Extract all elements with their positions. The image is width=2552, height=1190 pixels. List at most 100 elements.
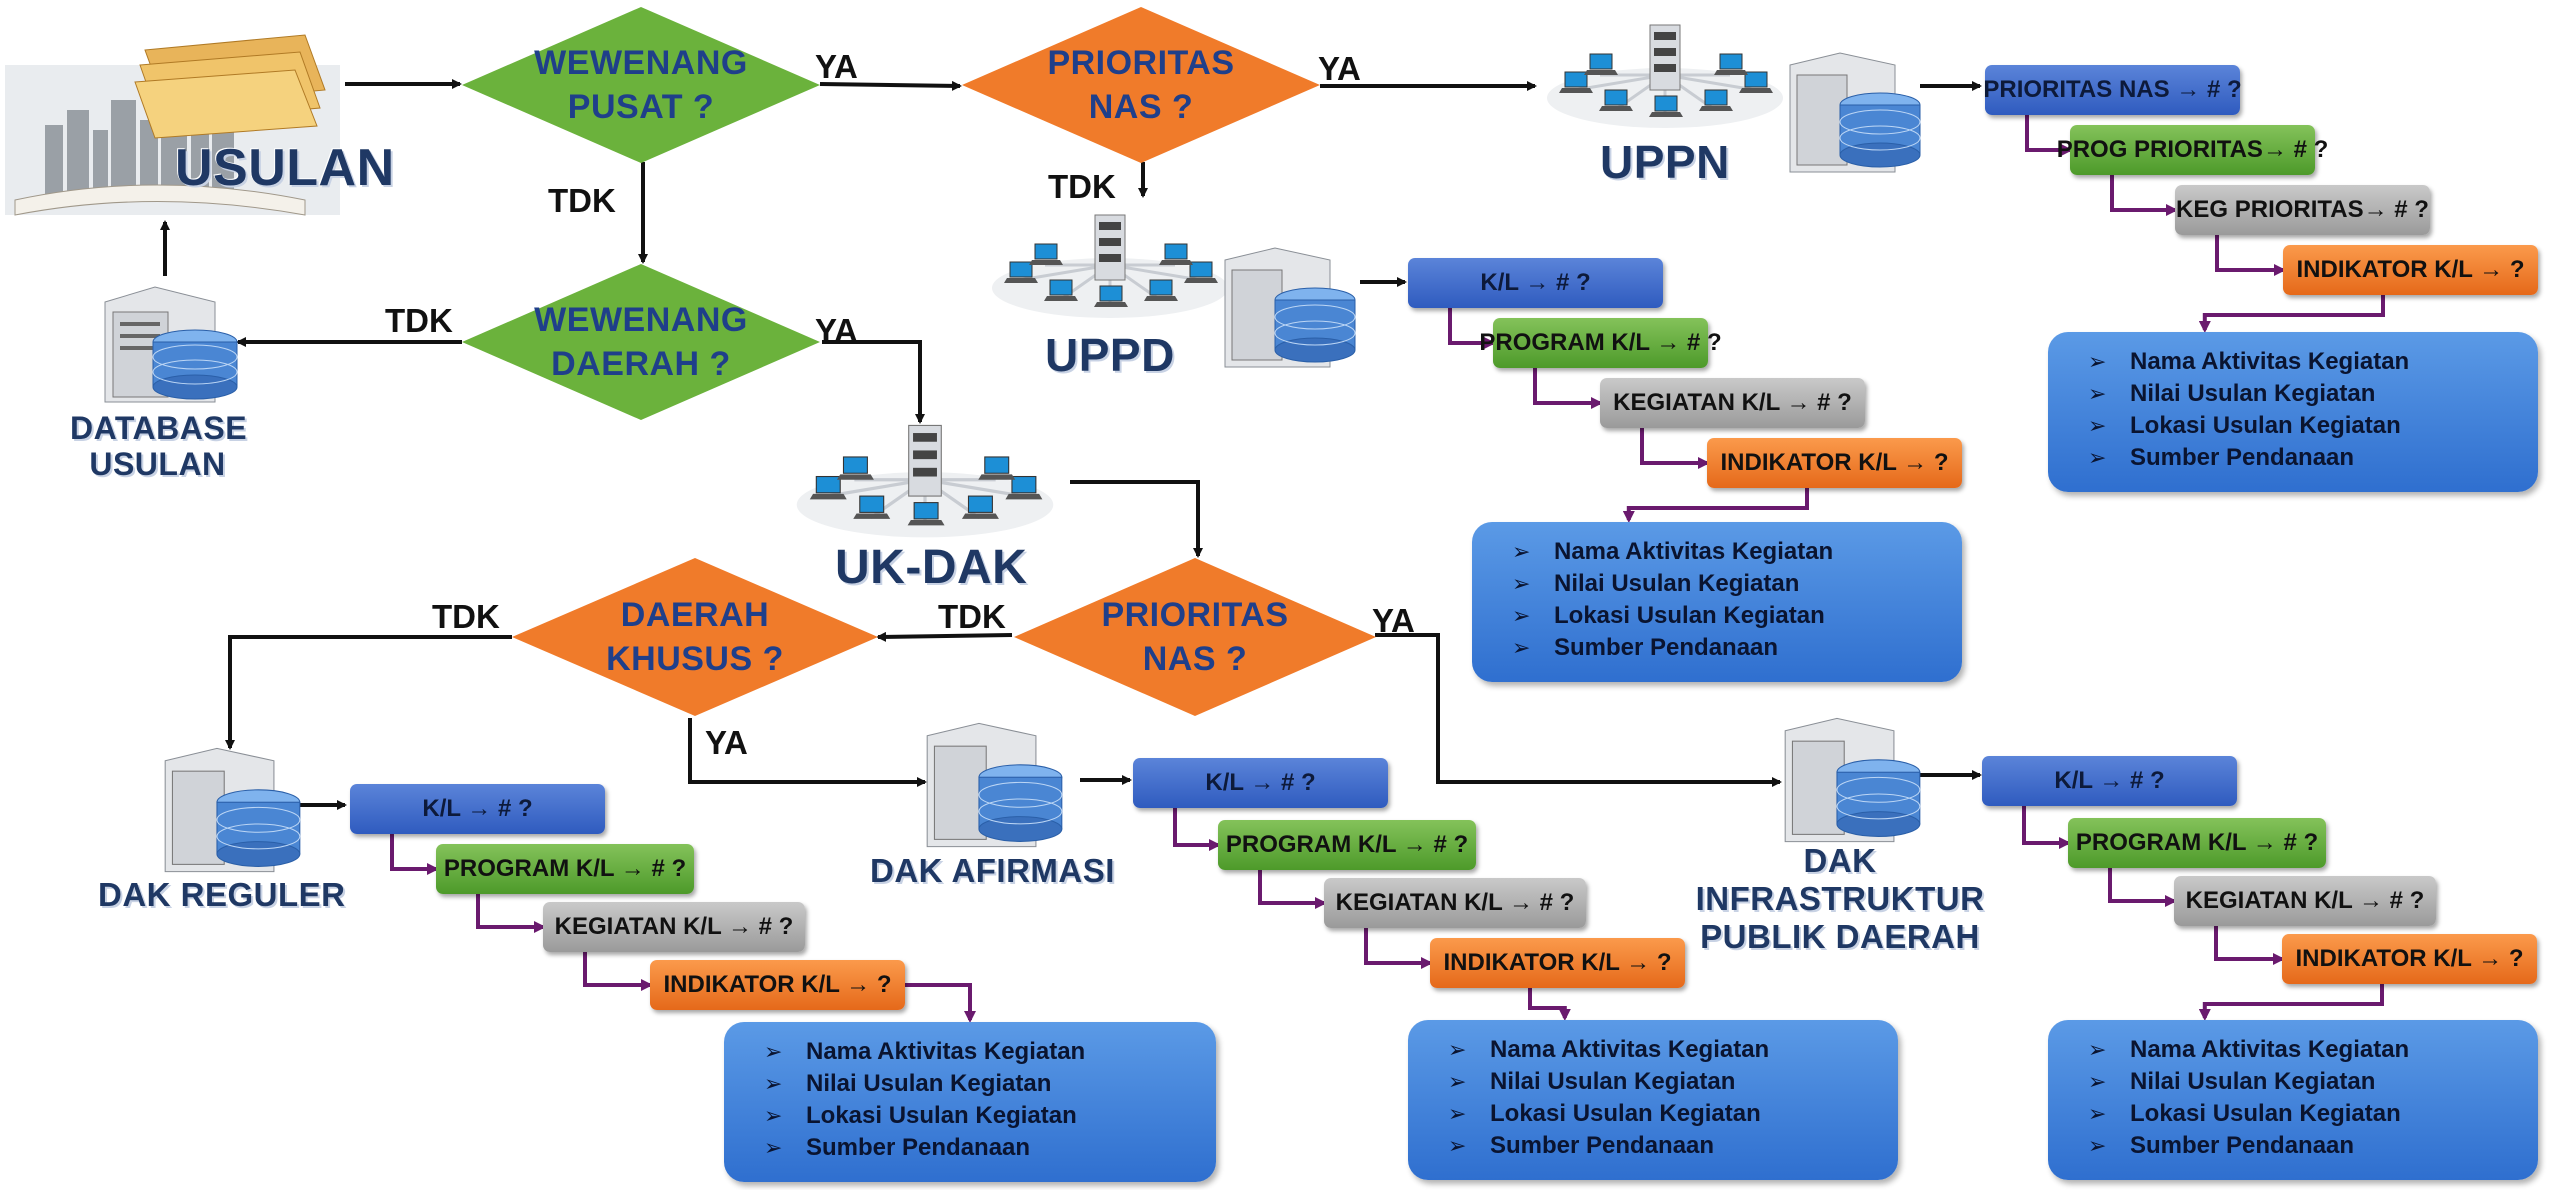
info-item: ➢ Nilai Usulan Kegiatan [1512, 568, 1962, 600]
server-database-icon [160, 745, 305, 875]
uppn-info-box: ➢ Nama Aktivitas Kegiatan ➢Nilai Usulan Ke… [2048, 332, 2538, 492]
info-item-text: Lokasi Usulan Kegiatan [2130, 1100, 2401, 1127]
info-item: ➢Lokasi Usulan Kegiatan [1448, 1098, 1898, 1130]
reguler-chain-connector [390, 834, 439, 875]
uppn-chain-node-1: PRIORITAS NAS → # ? [1983, 65, 2242, 115]
uppd-chain-node-2: PROGRAM K/L → # ? [1479, 318, 1722, 368]
info-item-text: Sumber Pendanaan [806, 1134, 1031, 1161]
afirmasi-chain-connector [1364, 928, 1433, 969]
server-database-icon [1220, 245, 1360, 370]
info-item-text: Nama Aktivitas Kegiatan [1554, 538, 1834, 565]
label-ya: YA [1372, 602, 1415, 639]
arrow-khusus-tdk [225, 635, 512, 750]
info-item-text: Nilai Usulan Kegiatan [1490, 1068, 1736, 1095]
info-item: ➢ Nilai Usulan Kegiatan [2088, 1066, 2538, 1098]
arrow-bullet-icon: ➢ [1448, 1133, 1467, 1158]
reguler-chain-node-4: INDIKATOR K/L → ? [650, 960, 905, 1010]
database-usulan-label: DATABASE USULAN [70, 410, 248, 482]
info-item: ➢ Nama Aktivitas Kegiatan [2088, 346, 2538, 378]
info-item: ➢Sumber Pendanaan [764, 1132, 1216, 1164]
label-ya: YA [815, 312, 858, 349]
info-item-text: Lokasi Usulan Kegiatan [1490, 1100, 1761, 1127]
decision-wewenang-daerah [462, 264, 820, 420]
info-item: ➢Nilai Usulan Kegiatan [1448, 1066, 1898, 1098]
info-item-text: Nama Aktivitas Kegiatan [2130, 348, 2410, 375]
uppn-chain-connector [2110, 175, 2178, 216]
arrow-bullet-icon: ➢ [1512, 635, 1531, 660]
afirmasi-info-box: ➢Nama Aktivitas Kegiatan➢Nilai Usulan Ke… [1408, 1020, 1898, 1180]
reguler-chain-node-2: PROGRAM K/L → # ? [436, 844, 694, 894]
arrow-ukdak-to-prioritas [1070, 480, 1203, 558]
dak-afirmasi-label: DAK AFIRMASI [870, 852, 1115, 889]
arrow-bullet-icon: ➢ [1512, 571, 1531, 596]
label-tdk: TDK [1048, 168, 1116, 205]
arrow-bullet-icon: ➢ [2088, 349, 2107, 374]
label-tdk: TDK [548, 182, 616, 219]
decision-daerah-khusus [512, 558, 878, 716]
arrow-bullet-icon: ➢ [2088, 1101, 2107, 1126]
info-item-text: Nilai Usulan Kegiatan [2130, 1068, 2376, 1095]
server-database-icon [95, 282, 245, 407]
uppd-info-connector [1622, 488, 1809, 523]
reguler-chain-node-1: K/L → # ? [350, 784, 605, 834]
uppn-chain-node-3: KEG PRIORITAS→ # ? [2175, 185, 2430, 235]
info-item: ➢Nilai Usulan Kegiatan [2088, 378, 2538, 410]
label-tdk: TDK [432, 598, 500, 635]
reguler-chain-connector [476, 894, 546, 933]
info-item: ➢ Nama Aktivitas Kegiatan [764, 1036, 1216, 1068]
info-item-text: Nilai Usulan Kegiatan [806, 1070, 1052, 1097]
info-item-text: Nama Aktivitas Kegiatan [2130, 1036, 2410, 1063]
arrow-prioritas2-ya [1375, 633, 1782, 787]
info-item: ➢Lokasi Usulan Kegiatan [1512, 600, 1962, 632]
infra-chain-connector [2022, 806, 2071, 849]
arrow-bullet-icon: ➢ [1512, 539, 1531, 564]
server-database-icon [1780, 715, 1925, 845]
arrow-bullet-icon: ➢ [1448, 1037, 1467, 1062]
arrow-bullet-icon: ➢ [1512, 603, 1531, 628]
afirmasi-info-connector [1528, 988, 1571, 1021]
infra-chain-node-4: INDIKATOR K/L → ? [2282, 934, 2537, 984]
info-item-text: Nilai Usulan Kegiatan [2130, 380, 2376, 407]
uppd-chain-node-4: INDIKATOR K/L → ? [1707, 438, 1962, 488]
server-database-icon [922, 720, 1067, 850]
uppn-chain-connector [2215, 235, 2286, 276]
uppn-chain-connector [2025, 115, 2073, 156]
info-item-text: Sumber Pendanaan [2130, 1132, 2355, 1159]
network-computers-icon [780, 420, 1070, 545]
folder-stack-icon [5, 30, 340, 220]
uppd-label: UPPD [1045, 329, 1175, 381]
uppd-chain-connector [1448, 308, 1496, 349]
info-item-text: Nama Aktivitas Kegiatan [1490, 1036, 1770, 1063]
info-item: ➢Sumber Pendanaan [2088, 442, 2538, 474]
arrow-prioritas2-tdk [876, 631, 1013, 642]
arrow-bullet-icon: ➢ [2088, 1069, 2107, 1094]
info-item-text: Nama Aktivitas Kegiatan [806, 1038, 1086, 1065]
dak-infrastruktur-label: DAK INFRASTRUKTUR PUBLIK DAERAH [1695, 842, 1985, 955]
label-tdk: TDK [385, 302, 453, 339]
infra-info-box: ➢ Nama Aktivitas Kegiatan ➢ Nilai Usulan Ke… [2048, 1020, 2538, 1180]
arrow-bullet-icon: ➢ [2088, 1037, 2107, 1062]
arrow-khusus-ya [688, 718, 927, 787]
uppd-chain-connector [1533, 368, 1603, 409]
info-item: ➢ Lokasi Usulan Kegiatan [2088, 1098, 2538, 1130]
arrow-bullet-icon: ➢ [764, 1071, 783, 1096]
reguler-info-box: ➢ Nama Aktivitas Kegiatan ➢ Nilai Usulan Ke… [724, 1022, 1216, 1182]
info-item: ➢Lokasi Usulan Kegiatan [2088, 410, 2538, 442]
afirmasi-chain-node-3: KEGIATAN K/L → # ? [1324, 878, 1586, 928]
infra-info-connector [2198, 984, 2384, 1021]
reguler-info-connector [905, 983, 976, 1023]
label-ya: YA [705, 724, 748, 761]
info-item: ➢Sumber Pendanaan [1448, 1130, 1898, 1162]
arrow-bullet-icon: ➢ [764, 1103, 783, 1128]
afirmasi-chain-node-4: INDIKATOR K/L → ? [1430, 938, 1685, 988]
label-ya: YA [1318, 50, 1361, 87]
info-item-text: Nilai Usulan Kegiatan [1554, 570, 1800, 597]
info-item: ➢Sumber Pendanaan [1512, 632, 1962, 664]
label-ya: YA [815, 48, 858, 85]
arrow-bullet-icon: ➢ [764, 1039, 783, 1064]
arrow-bullet-icon: ➢ [2088, 1133, 2107, 1158]
